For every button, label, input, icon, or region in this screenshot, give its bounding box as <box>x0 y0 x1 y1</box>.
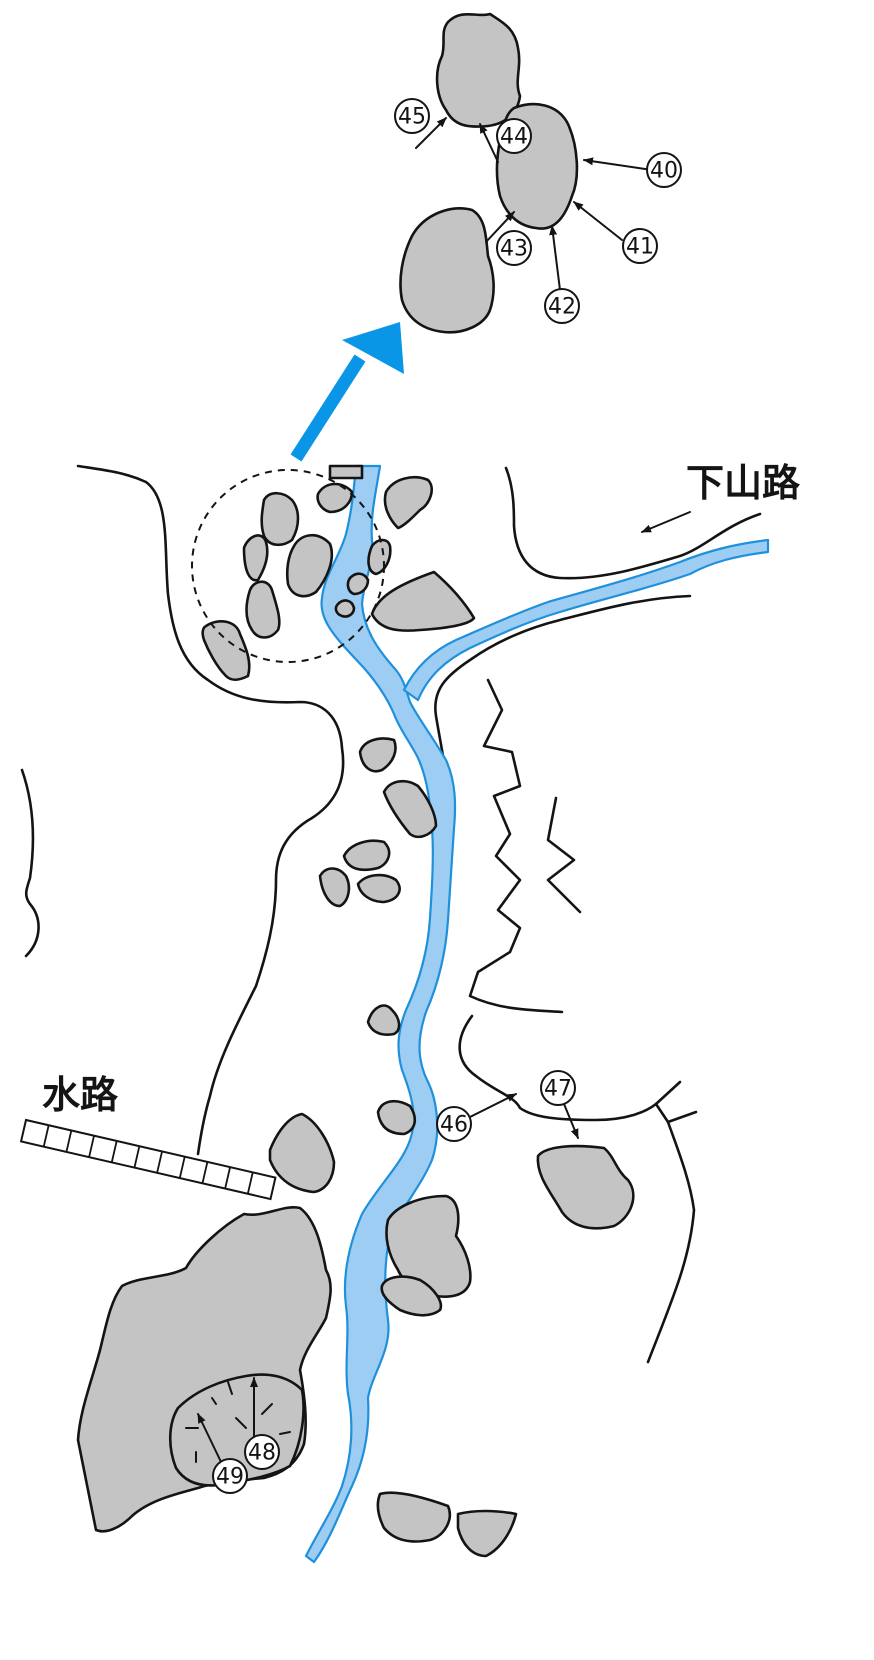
marker-43: 43 <box>496 230 532 266</box>
marker-44-text: 44 <box>500 125 528 150</box>
detail-focus-circle <box>191 469 385 663</box>
river <box>304 464 770 1564</box>
marker-41: 41 <box>622 228 658 264</box>
waterway-rung <box>110 1140 118 1163</box>
marker-49-text: 49 <box>216 1465 244 1490</box>
marker-42: 42 <box>544 288 580 324</box>
marker-45: 45 <box>394 98 430 134</box>
waterway-rung <box>224 1166 231 1189</box>
waterway-rung <box>133 1145 141 1168</box>
detail-rock-top <box>435 12 522 128</box>
river-tributary <box>402 538 770 702</box>
marker-44: 44 <box>496 118 532 154</box>
waterway-rung <box>156 1151 163 1174</box>
marker-46: 46 <box>436 1106 472 1142</box>
detail-rock-left <box>399 207 495 334</box>
zoom-arrow <box>290 322 404 462</box>
waterway-rung <box>42 1125 50 1147</box>
marker-45-text: 45 <box>398 105 426 130</box>
marker-42-text: 42 <box>548 295 576 320</box>
waterway-rung <box>201 1161 209 1184</box>
marker-47-text: 47 <box>544 1077 572 1102</box>
marker-49: 49 <box>212 1458 248 1494</box>
marker-47: 47 <box>540 1070 576 1106</box>
marker-43-text: 43 <box>500 237 528 262</box>
marker-41-text: 41 <box>626 235 654 260</box>
terrain-lines <box>20 464 762 1364</box>
waterway-channel <box>19 1118 277 1201</box>
waterway-rung <box>88 1135 95 1158</box>
marker-48-text: 48 <box>248 1441 276 1466</box>
marker-40: 40 <box>646 152 682 188</box>
marker-48: 48 <box>244 1434 280 1470</box>
detail-stone-group <box>399 12 579 334</box>
waterway-rung <box>178 1156 186 1179</box>
descent-path-label: 下山路 <box>686 461 801 505</box>
waterway-label: 水路 <box>42 1073 119 1117</box>
waterway-rung <box>65 1130 73 1153</box>
waterway-rung <box>246 1172 254 1194</box>
marker-46-text: 46 <box>440 1113 468 1138</box>
river-main <box>304 464 457 1564</box>
descent-path-arrow <box>641 511 691 533</box>
marker-40-text: 40 <box>650 159 678 184</box>
marker-leaders <box>197 117 653 1465</box>
